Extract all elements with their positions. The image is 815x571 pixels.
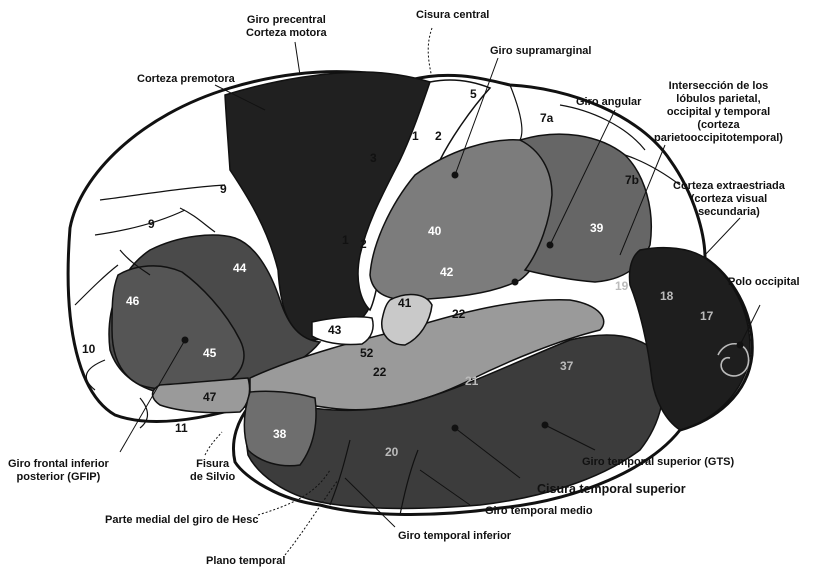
- area-number: 2: [360, 237, 367, 251]
- area-number: 38: [273, 427, 287, 441]
- area-number: 5: [470, 87, 477, 101]
- area-number: 37: [560, 359, 574, 373]
- area-number: 46: [126, 294, 140, 308]
- label-cisura-temporal-superior: Cisura temporal superior: [537, 482, 686, 497]
- label-giro-supramarginal: Giro supramarginal: [490, 45, 591, 58]
- label-polo-occipital: Polo occipital: [728, 276, 800, 289]
- area-number: 7a: [540, 111, 554, 125]
- area-number: 47: [203, 390, 217, 404]
- label-plano-temporal: Plano temporal: [206, 555, 285, 568]
- area-number: 20: [385, 445, 399, 459]
- area-number: 22: [452, 307, 466, 321]
- label-corteza-extraestriada: Corteza extraestriada (corteza visual se…: [673, 180, 785, 219]
- area-number: 43: [328, 323, 342, 337]
- label-interseccion-lobulos: Intersección de los lóbulos parietal, oc…: [654, 80, 783, 145]
- label-giro-frontal-inferior: Giro frontal inferior posterior (GFIP): [8, 458, 109, 484]
- area-number: 52: [360, 346, 374, 360]
- area-number: 42: [440, 265, 454, 279]
- label-giro-angular: Giro angular: [576, 96, 641, 109]
- label-fisura-silvio: Fisura de Silvio: [190, 458, 235, 484]
- area-number: 1: [412, 129, 419, 143]
- area-number: 21: [465, 374, 479, 388]
- area-number: 1: [342, 233, 349, 247]
- label-giro-temporal-inferior: Giro temporal inferior: [398, 530, 511, 543]
- label-giro-temporal-superior: Giro temporal superior (GTS): [582, 456, 734, 469]
- area-number: 22: [373, 365, 387, 379]
- area-number: 40: [428, 224, 442, 238]
- label-cisura-central: Cisura central: [416, 9, 489, 22]
- area-number: 2: [435, 129, 442, 143]
- area-number: 10: [82, 342, 96, 356]
- area-number: 18: [660, 289, 674, 303]
- area-number: 9: [148, 217, 155, 231]
- area-number: 44: [233, 261, 247, 275]
- area-number: 17: [700, 309, 714, 323]
- label-giro-precentral: Giro precentral Corteza motora: [246, 14, 327, 40]
- area-number: 9: [220, 182, 227, 196]
- area-number: 3: [370, 151, 377, 165]
- area-number: 11: [175, 421, 188, 435]
- area-43-region: [312, 317, 373, 345]
- area-number: 39: [590, 221, 604, 235]
- area-number: 19: [615, 279, 629, 293]
- area-number: 41: [398, 296, 412, 310]
- label-parte-medial-hesc: Parte medial del giro de Hesc: [105, 514, 258, 527]
- area-number: 7b: [625, 173, 639, 187]
- label-giro-temporal-medio: Giro temporal medio: [485, 505, 593, 518]
- label-corteza-premotora: Corteza premotora: [137, 73, 235, 86]
- area-number: 45: [203, 346, 217, 360]
